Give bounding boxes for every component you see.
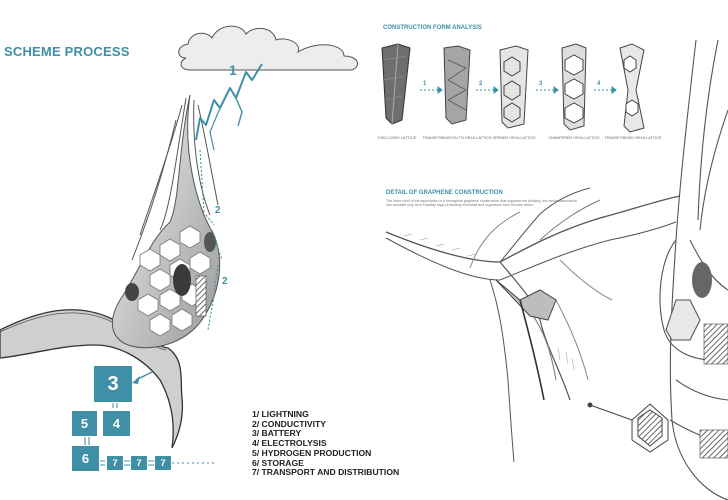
step-arrows <box>420 86 617 94</box>
legend: 1/ LIGHTNING 2/ CONDUCTIVITY 3/ BATTERY … <box>252 409 400 478</box>
legend-item-6: 6/ STORAGE <box>252 457 304 468</box>
box-storage: 6 <box>72 446 99 471</box>
lattice-5 <box>619 43 645 133</box>
conductivity-arrows <box>199 149 223 331</box>
caption-lattice-1: DISCLOSED LATTICE <box>377 136 417 140</box>
lattice-3 <box>499 45 529 129</box>
box-hydrogen-production: 5 <box>72 411 97 436</box>
tower-structure <box>112 94 221 349</box>
caption-lattice-2: TRANSFORMATION TO HEXA LATTICE <box>422 136 492 140</box>
box-transport-2: 7 <box>131 456 147 470</box>
legend-item-5: 5/ HYDROGEN PRODUCTION <box>252 447 372 458</box>
legend-item-1: 1/ LIGHTNING <box>252 409 309 419</box>
construction-diagram <box>381 43 645 133</box>
lattice-4 <box>561 43 587 131</box>
conductivity-label-2: 2 <box>222 276 228 287</box>
conductivity-label-1: 2 <box>215 205 221 216</box>
construction-title: CONSTRUCTION FORM ANALYSIS <box>383 25 482 31</box>
lattice-1 <box>381 43 411 125</box>
caption-lattice-3: OPENED HEXA LATTICE <box>492 136 536 140</box>
step-number-3: 3 <box>539 81 543 87</box>
box-electrolysis: 4 <box>103 411 130 436</box>
step-number-1: 1 <box>423 81 427 87</box>
scheme-title: SCHEME PROCESS <box>4 44 130 59</box>
detail-title: DETAIL OF GRAPHENE CONSTRUCTION <box>386 190 503 196</box>
box-battery: 3 <box>94 366 132 402</box>
legend-item-2: 2/ CONDUCTIVITY <box>252 418 327 429</box>
tower-closeup <box>659 39 728 500</box>
battery-arrow <box>132 371 153 384</box>
caption-lattice-5: TRANSFORMED HEXA LATTICE <box>604 136 662 140</box>
legend-item-4: 4/ ELECTROLYSIS <box>252 438 327 449</box>
detail-callout <box>587 402 669 453</box>
box-transport-1: 7 <box>107 456 123 470</box>
legend-item-3: 3/ BATTERY <box>252 428 302 439</box>
graphene-detail <box>385 187 681 463</box>
lattice-2 <box>443 45 471 125</box>
legend-item-7: 7/ TRANSPORT AND DISTRIBUTION <box>252 467 400 478</box>
cloud-icon <box>178 25 359 71</box>
lightning-bolt <box>195 63 263 151</box>
step-number-2: 2 <box>479 81 483 87</box>
caption-lattice-4: CHAMFERED HEXA LATTICE <box>548 136 600 140</box>
flow-arrows <box>84 403 215 466</box>
step-number-4: 4 <box>597 81 601 87</box>
detail-description: The inner shell of the association is a … <box>386 199 577 208</box>
lightning-label: 1 <box>229 62 237 78</box>
box-transport-3: 7 <box>155 456 171 470</box>
